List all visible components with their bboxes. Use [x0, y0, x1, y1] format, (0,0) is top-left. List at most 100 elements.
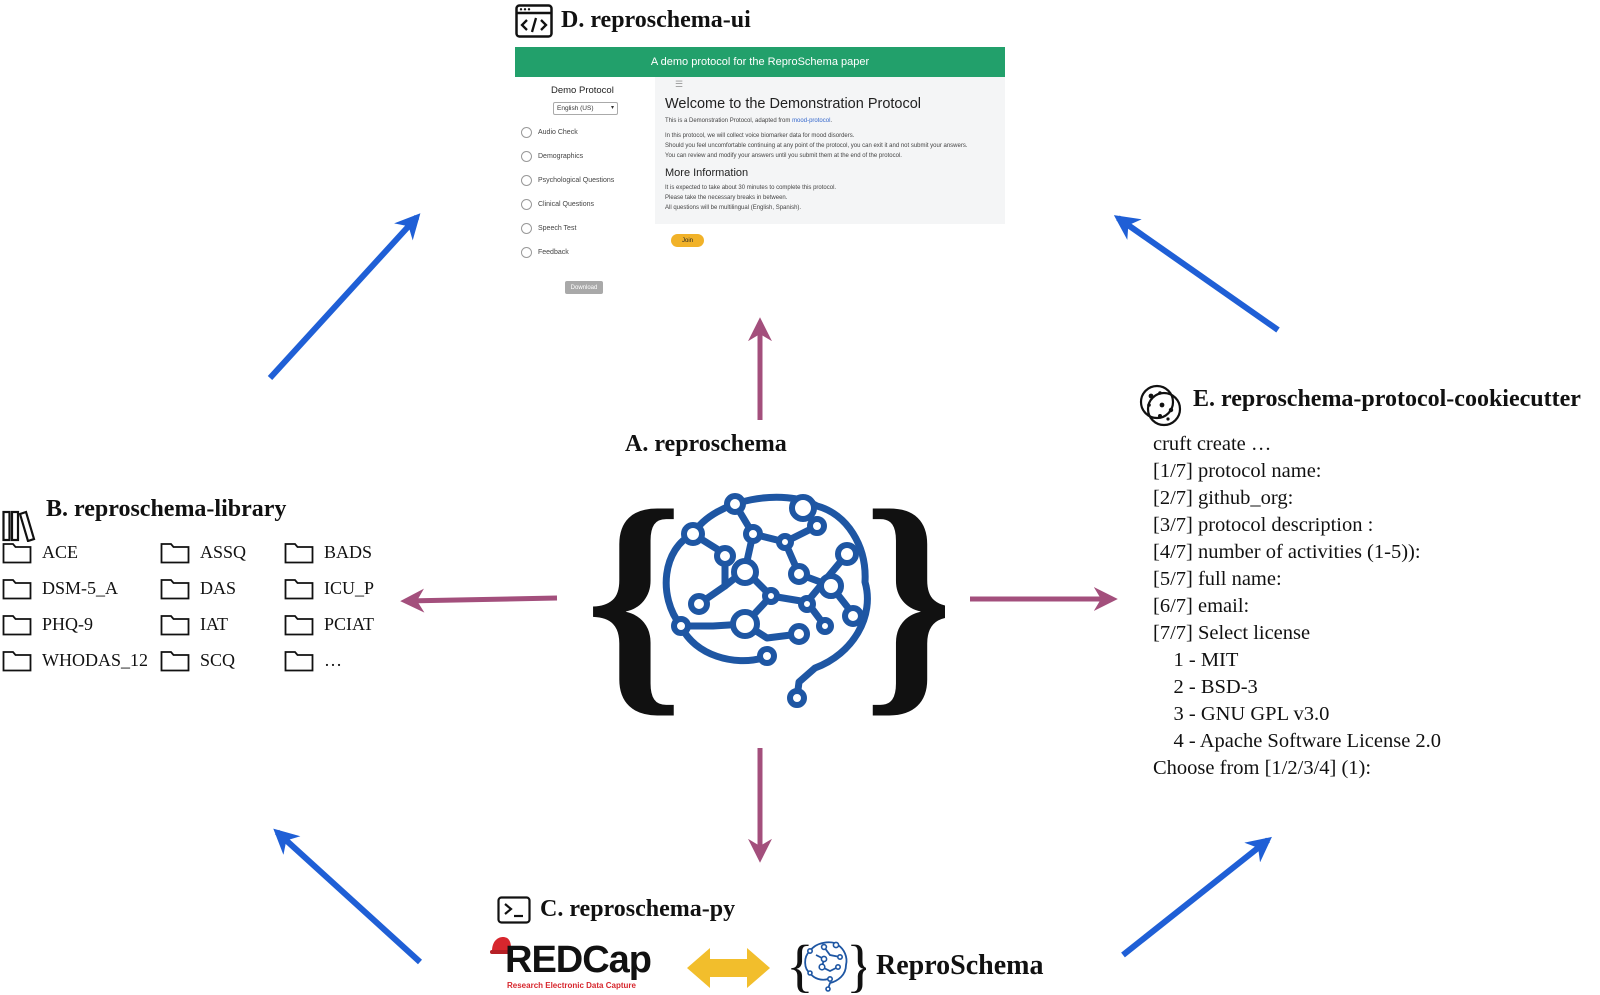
folder-icon [160, 579, 190, 600]
books-icon [2, 510, 36, 542]
ui-language-value: English (US) [557, 105, 594, 112]
ui-language-select[interactable]: English (US) ▾ [553, 102, 618, 115]
ui-intro-link[interactable]: mood-protocol [792, 118, 831, 124]
library-folder[interactable]: ASSQ [160, 540, 246, 564]
cookiecutter-line: [1/7] protocol name: [1153, 460, 1322, 482]
terminal-icon [497, 896, 531, 924]
ui-intro: This is a Demonstration Protocol, adapte… [665, 118, 832, 124]
radio-icon [521, 175, 532, 186]
ui-activity-item[interactable]: Audio Check [521, 127, 578, 138]
svg-text:}: } [846, 937, 866, 995]
library-folder[interactable]: IAT [160, 612, 228, 636]
library-folder[interactable]: PHQ-9 [2, 612, 93, 636]
library-folder-label: PHQ-9 [42, 613, 94, 634]
ui-sidebar: Demo Protocol English (US)▾ Audio Check … [515, 77, 655, 299]
ui-download-button[interactable]: Download [565, 281, 603, 294]
library-folder[interactable]: SCQ [160, 648, 235, 672]
ui-join-button[interactable]: Join [671, 234, 704, 247]
ui-heading: Welcome to the Demonstration Protocol [665, 96, 922, 112]
arrow-redcap-reproschema [687, 948, 770, 988]
ui-paragraph-line: In this protocol, we will collect voice … [665, 133, 855, 139]
ui-paragraph-line: Should you feel uncomfortable continuing… [665, 143, 968, 149]
library-folder-label: BADS [324, 541, 373, 562]
library-folder-label: … [324, 649, 342, 670]
folder-icon [2, 543, 32, 564]
cookiecutter-line: Choose from [1/2/3/4] (1): [1153, 757, 1372, 779]
cookiecutter-line: cruft create … [1153, 433, 1272, 455]
library-folder-label: IAT [200, 613, 228, 634]
ui-activity-label: Psychological Questions [538, 177, 615, 184]
cookie-icon [1139, 384, 1182, 427]
library-folder[interactable]: WHODAS_12 [2, 648, 148, 672]
ui-intro-text: This is a Demonstration Protocol, adapte… [665, 118, 793, 124]
ui-activity-item[interactable]: Feedback [521, 247, 569, 258]
arrow-b-to-d [267, 213, 421, 381]
ui-activity-item[interactable]: Clinical Questions [521, 199, 594, 210]
library-folder-label: ICU_P [324, 577, 375, 598]
folder-icon [2, 651, 32, 672]
ui-activity-label: Clinical Questions [538, 201, 595, 208]
node-e-title: E. reproschema-protocol-cookiecutter [1193, 386, 1581, 412]
node-c-title: C. reproschema-py [540, 896, 736, 922]
cookiecutter-line: 1 - MIT [1153, 649, 1239, 671]
ui-intro-end: . [830, 118, 833, 124]
radio-icon [521, 127, 532, 138]
cookiecutter-line: [7/7] Select license [1153, 622, 1311, 644]
chevron-down-icon: ▾ [610, 105, 614, 111]
ui-activity-label: Demographics [538, 153, 584, 160]
cookiecutter-line: [6/7] email: [1153, 595, 1250, 617]
cookiecutter-line: [2/7] github_org: [1153, 487, 1294, 509]
library-folder-label: ASSQ [200, 541, 247, 562]
reproschema-label: ReproSchema [876, 950, 1044, 981]
radio-icon [521, 151, 532, 162]
cookiecutter-line: 2 - BSD-3 [1153, 676, 1258, 698]
ui-more-line: It is expected to take about 30 minutes … [665, 185, 837, 191]
library-folder[interactable]: DAS [160, 576, 236, 600]
arrow-a-to-b [400, 588, 558, 613]
ui-screenshot: A demo protocol for the ReproSchema pape… [515, 47, 1005, 299]
library-folder-label: DSM-5_A [42, 577, 119, 598]
ui-activity-label: Audio Check [538, 129, 578, 136]
library-folder[interactable]: ACE [2, 540, 78, 564]
node-d-title: D. reproschema-ui [561, 7, 751, 33]
folder-icon [160, 543, 190, 564]
svg-text:{: { [786, 937, 814, 995]
ui-more-line: All questions will be multilingual (Engl… [665, 205, 802, 211]
svg-text:}: } [863, 486, 945, 718]
folder-icon [160, 615, 190, 636]
folder-icon [284, 579, 314, 600]
folder-icon [2, 615, 32, 636]
library-folder-label: PCIAT [324, 613, 375, 634]
redcap-tagline: Research Electronic Data Capture [507, 981, 636, 990]
ui-main-panel: ☰ Welcome to the Demonstration Protocol … [655, 77, 1005, 224]
ui-activity-item[interactable]: Demographics [521, 151, 583, 162]
ui-banner: A demo protocol for the ReproSchema pape… [515, 47, 1005, 77]
ui-more-heading: More Information [665, 167, 749, 179]
folder-icon [2, 579, 32, 600]
radio-icon [521, 247, 532, 258]
redcap-hat-icon [490, 937, 512, 954]
ui-activity-item[interactable]: Psychological Questions [521, 175, 614, 186]
ui-activity-item[interactable]: Speech Test [521, 223, 576, 234]
library-folder[interactable]: ICU_P [284, 576, 374, 600]
cookiecutter-line: 3 - GNU GPL v3.0 [1153, 703, 1330, 725]
ui-more-line: Please take the necessary breaks in betw… [665, 195, 788, 201]
library-folder[interactable]: BADS [284, 540, 372, 564]
reproschema-small-logo: { } [786, 937, 866, 995]
library-folder-label: ACE [42, 541, 78, 562]
library-folder[interactable]: DSM-5_A [2, 576, 118, 600]
brain-logo: { } [585, 486, 945, 718]
cookiecutter-line: [5/7] full name: [1153, 568, 1282, 590]
library-folder[interactable]: … [284, 648, 342, 672]
folder-icon [284, 615, 314, 636]
redcap-logo: REDCap [505, 939, 652, 981]
ui-activity-label: Speech Test [538, 225, 577, 232]
folder-icon [284, 651, 314, 672]
ui-sidebar-title: Demo Protocol [551, 85, 614, 96]
hamburger-icon[interactable]: ☰ [675, 79, 684, 89]
folder-icon [160, 651, 190, 672]
library-folder[interactable]: PCIAT [284, 612, 374, 636]
folder-icon [284, 543, 314, 564]
node-b-title: B. reproschema-library [46, 496, 287, 522]
